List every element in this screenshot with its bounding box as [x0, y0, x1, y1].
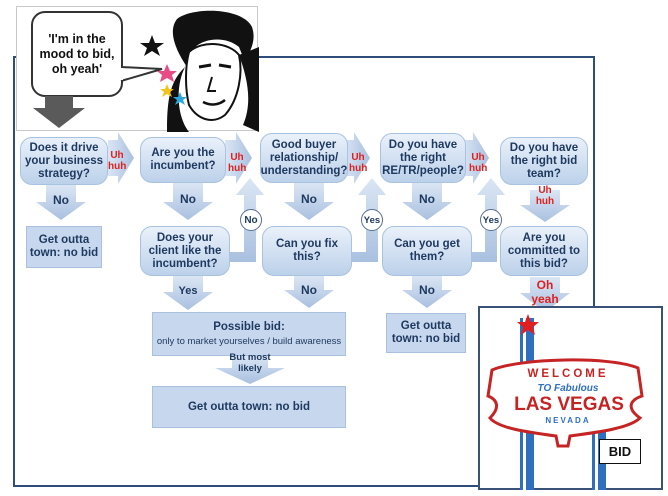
col5-oh-yeah-label: Oh yeah: [531, 278, 559, 306]
question-can-you-get-them: Can you get them?: [382, 226, 472, 276]
question-buyer-relationship-text: Good buyer relationship/ understanding?: [260, 138, 348, 177]
col2-circle-no: No: [240, 209, 262, 231]
bubble-down-arrow: [33, 96, 85, 128]
question-can-you-fix-text: Can you fix this?: [276, 238, 338, 263]
col3-no-label: No: [301, 192, 317, 206]
question-drive-strategy-text: Does it drive your business strategy?: [25, 141, 103, 180]
possible-bid-subtitle: only to market yourselves / build awaren…: [156, 335, 342, 347]
question-right-people-text: Do you have the right RE/TR/people?: [382, 138, 464, 177]
col1-result-no-bid: Get outta town: no bid: [26, 226, 102, 268]
col4-no-label: No: [419, 192, 435, 206]
possible-bid-box: Possible bid: only to market yourselves …: [152, 312, 346, 356]
col3-circle-yes: Yes: [361, 209, 383, 231]
col2-no-label: No: [180, 192, 196, 206]
question-right-bid-team: Do you have the right bid team?: [500, 137, 588, 185]
col2-yes-label-2: Yes: [178, 285, 198, 297]
col5-yes-label: Uh huh: [535, 185, 555, 207]
sign-las-vegas: LAS VEGAS: [514, 394, 624, 415]
elvis-drawing: [140, 10, 259, 132]
col4-result-no-bid: Get outta town: no bid: [386, 313, 466, 353]
diagram-frame: [13, 56, 595, 487]
las-vegas-sign: WELCOME TO Fabulous LAS VEGAS NEVADA BID: [478, 306, 663, 490]
sign-welcome: WELCOME: [527, 368, 609, 380]
question-drive-strategy: Does it drive your business strategy?: [20, 137, 108, 185]
las-vegas-sign-drawing: [486, 314, 644, 490]
question-buyer-relationship: Good buyer relationship/ understanding?: [260, 133, 348, 183]
col4-circle-yes: Yes: [480, 209, 502, 231]
speech-bubble-tail: [120, 66, 163, 82]
final-no-bid-text: Get outta town: no bid: [187, 400, 310, 413]
sign-to-fabulous: TO Fabulous: [537, 383, 599, 394]
question-incumbent: Are you the incumbent?: [140, 137, 226, 183]
col1-no-label: No: [53, 193, 69, 207]
bid-label: BID: [608, 444, 632, 459]
speech-bubble-text: 'I'm in the mood to bid, oh yeah': [39, 31, 115, 76]
but-most-likely-label: But most likely: [229, 352, 271, 374]
col3-yes-label: Uh huh: [349, 152, 368, 174]
col2-yes-label: Uh huh: [228, 152, 247, 174]
col1-result-text: Get outta town: no bid: [29, 234, 99, 259]
question-client-likes-incumbent: Does your client like the incumbent?: [140, 226, 230, 276]
bid-label-box: BID: [599, 439, 641, 464]
question-right-people: Do you have the right RE/TR/people?: [380, 133, 466, 183]
col4-result-text: Get outta town: no bid: [391, 320, 461, 345]
question-incumbent-text: Are you the incumbent?: [150, 147, 216, 172]
question-right-bid-team-text: Do you have the right bid team?: [509, 141, 579, 180]
question-can-you-get-them-text: Can you get them?: [394, 238, 460, 263]
col1-yes-label: Uh huh: [108, 150, 127, 172]
speech-bubble: 'I'm in the mood to bid, oh yeah': [31, 11, 123, 97]
col4-yes-label: Uh huh: [469, 152, 488, 174]
possible-bid-title: Possible bid:: [213, 320, 285, 333]
question-client-likes-text: Does your client like the incumbent?: [148, 231, 222, 270]
final-no-bid-box: Get outta town: no bid: [152, 386, 346, 428]
question-can-you-fix: Can you fix this?: [262, 226, 352, 276]
question-committed: Are you committed to this bid?: [500, 226, 588, 276]
col4-no-label-2: No: [419, 283, 435, 297]
col3-no-label-2: No: [301, 283, 317, 297]
question-committed-text: Are you committed to this bid?: [507, 231, 581, 270]
sign-nevada: NEVADA: [545, 416, 591, 425]
